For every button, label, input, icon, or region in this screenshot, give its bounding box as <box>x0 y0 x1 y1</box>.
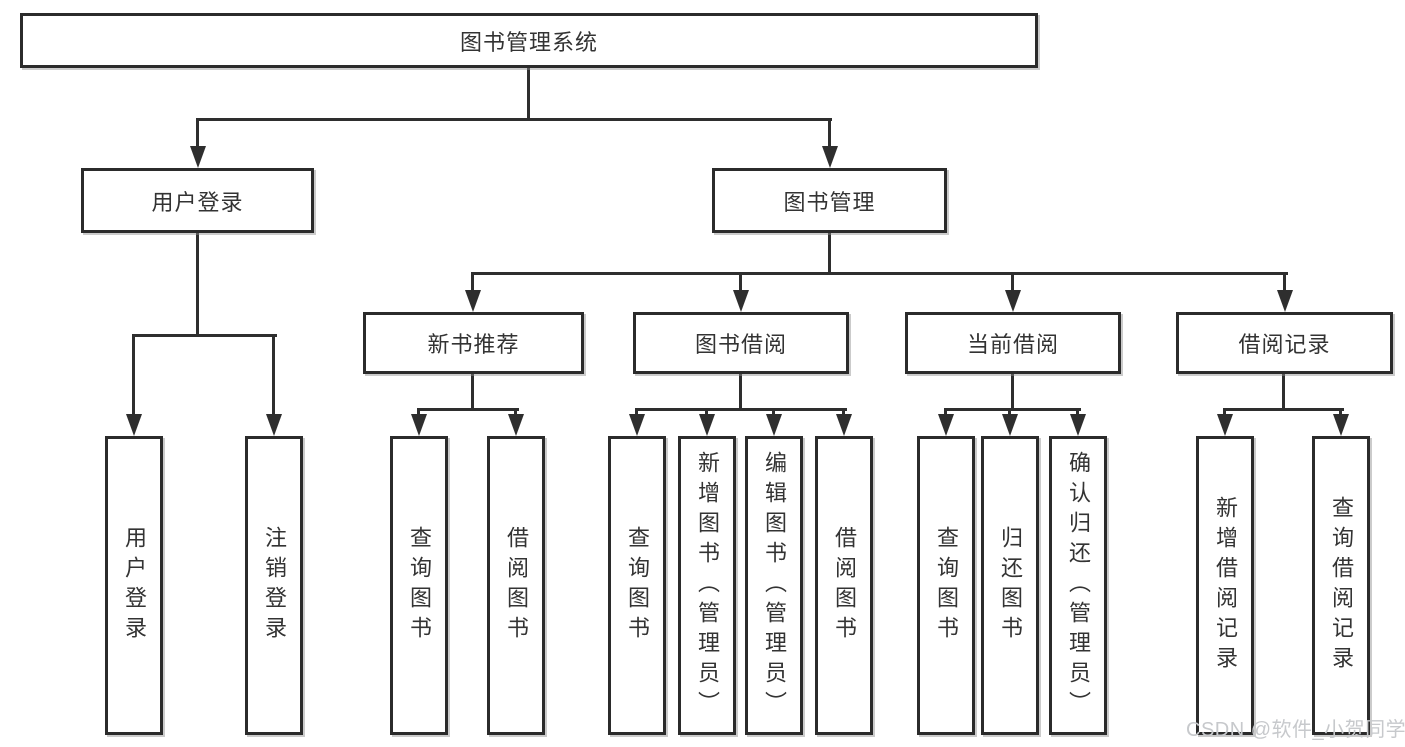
connector-line <box>705 408 708 416</box>
connector-line <box>196 118 832 121</box>
node-borrow-add-book: 新增图书（管理员） <box>678 436 736 735</box>
arrowhead-down-icon <box>629 414 645 436</box>
node-current-query-book: 查询图书 <box>917 436 975 735</box>
connector-line <box>1282 374 1285 408</box>
connector-line <box>842 408 845 416</box>
arrowhead-down-icon <box>1333 414 1349 436</box>
node-system-label: 图书管理系统 <box>459 29 598 55</box>
arrowhead-down-icon <box>766 414 782 436</box>
connector-line <box>635 408 638 416</box>
connector-line <box>1008 408 1011 416</box>
node-borrow-query-book-label: 查询图书 <box>625 525 650 646</box>
node-current-confirm-return-label: 确认归还（管理员） <box>1066 450 1091 721</box>
connector-line <box>514 408 517 416</box>
connector-line <box>132 334 135 414</box>
node-recommend-borrow-book: 借阅图书 <box>487 436 545 735</box>
node-new-book-recommend: 新书推荐 <box>363 312 584 374</box>
arrowhead-down-icon <box>266 414 282 436</box>
arrowhead-down-icon <box>733 290 749 312</box>
connector-line <box>196 118 199 146</box>
node-records-add-record: 新增借阅记录 <box>1196 436 1254 735</box>
node-user-login-label: 用户登录 <box>151 189 244 215</box>
node-current-confirm-return: 确认归还（管理员） <box>1049 436 1107 735</box>
connector-line <box>196 233 199 334</box>
node-user-login: 用户登录 <box>81 168 314 233</box>
node-current-borrow-label: 当前借阅 <box>966 332 1059 357</box>
node-current-query-book-label: 查询图书 <box>934 525 959 646</box>
connector-line <box>828 118 831 146</box>
arrowhead-down-icon <box>938 414 954 436</box>
arrowhead-down-icon <box>1002 414 1018 436</box>
node-current-return-book-label: 归还图书 <box>998 525 1023 646</box>
arrowhead-down-icon <box>190 146 206 168</box>
connector-line <box>944 408 1081 411</box>
node-borrow-borrow-book-label: 借阅图书 <box>832 525 857 646</box>
arrowhead-down-icon <box>465 290 481 312</box>
arrowhead-down-icon <box>1217 414 1233 436</box>
connector-line <box>944 408 947 416</box>
node-login-label: 用户登录 <box>122 525 147 646</box>
node-book-management: 图书管理 <box>712 168 947 233</box>
connector-line <box>739 272 742 292</box>
connector-line <box>1011 374 1014 408</box>
connector-line <box>1283 272 1286 292</box>
node-borrow-query-book: 查询图书 <box>608 436 666 735</box>
node-borrow-records: 借阅记录 <box>1176 312 1393 374</box>
node-system: 图书管理系统 <box>20 13 1038 68</box>
connector-line <box>739 374 742 408</box>
connector-line <box>417 408 519 411</box>
connector-line <box>471 272 1288 275</box>
connector-line <box>417 408 420 416</box>
arrowhead-down-icon <box>699 414 715 436</box>
arrowhead-down-icon <box>822 146 838 168</box>
node-recommend-query-book-label: 查询图书 <box>407 525 432 646</box>
connector-line <box>272 334 275 414</box>
node-book-borrow: 图书借阅 <box>633 312 849 374</box>
node-recommend-query-book: 查询图书 <box>390 436 448 735</box>
node-book-borrow-label: 图书借阅 <box>694 332 787 357</box>
connector-line <box>471 374 474 408</box>
node-borrow-edit-book-label: 编辑图书（管理员） <box>762 450 787 721</box>
node-logout-label: 注销登录 <box>262 525 287 646</box>
connector-line <box>635 408 847 411</box>
node-records-query-record: 查询借阅记录 <box>1312 436 1370 735</box>
connector-line <box>1076 408 1079 416</box>
connector-line <box>527 68 530 118</box>
arrowhead-down-icon <box>126 414 142 436</box>
connector-line <box>828 233 831 272</box>
node-book-management-label: 图书管理 <box>783 189 876 215</box>
node-records-query-record-label: 查询借阅记录 <box>1329 495 1354 676</box>
connector-line <box>772 408 775 416</box>
connector-line <box>1223 408 1344 411</box>
node-current-borrow: 当前借阅 <box>905 312 1121 374</box>
arrowhead-down-icon <box>1277 290 1293 312</box>
arrowhead-down-icon <box>411 414 427 436</box>
node-current-return-book: 归还图书 <box>981 436 1039 735</box>
node-borrow-records-label: 借阅记录 <box>1238 332 1331 357</box>
node-recommend-borrow-book-label: 借阅图书 <box>504 525 529 646</box>
node-login: 用户登录 <box>105 436 163 735</box>
node-logout: 注销登录 <box>245 436 303 735</box>
node-records-add-record-label: 新增借阅记录 <box>1213 495 1238 676</box>
connector-line <box>471 272 474 292</box>
connector-line <box>132 334 277 337</box>
arrowhead-down-icon <box>508 414 524 436</box>
arrowhead-down-icon <box>1070 414 1086 436</box>
node-borrow-add-book-label: 新增图书（管理员） <box>695 450 720 721</box>
connector-line <box>1339 408 1342 416</box>
node-new-book-recommend-label: 新书推荐 <box>427 332 520 357</box>
arrowhead-down-icon <box>836 414 852 436</box>
csdn-watermark: CSDN @软件_小贺同学 <box>1186 719 1405 741</box>
node-borrow-edit-book: 编辑图书（管理员） <box>745 436 803 735</box>
connector-line <box>1011 272 1014 292</box>
node-borrow-borrow-book: 借阅图书 <box>815 436 873 735</box>
arrowhead-down-icon <box>1005 290 1021 312</box>
connector-line <box>1223 408 1226 416</box>
